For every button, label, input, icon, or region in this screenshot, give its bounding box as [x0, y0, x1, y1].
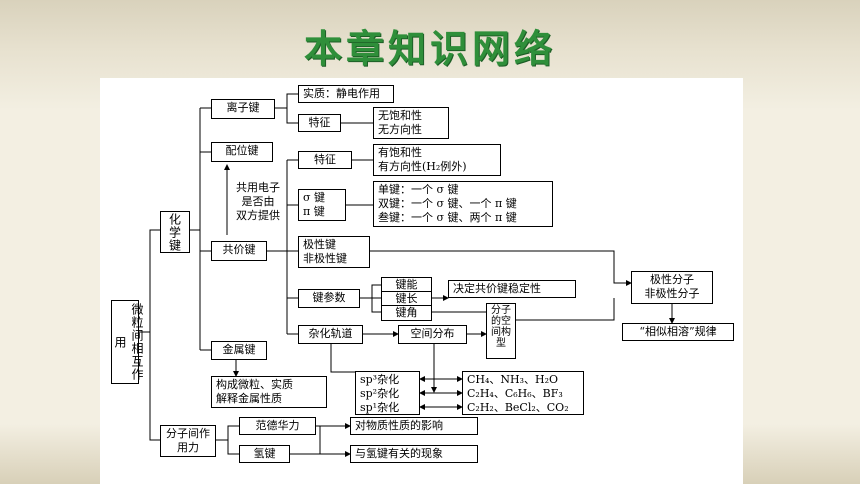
spatial-structure-node: 分子的空间构型 [486, 303, 516, 359]
bond-count-item: 叁键：一个 σ 键、两个 π 键 [378, 211, 517, 224]
chemical-bond-node: 化学键 [160, 211, 190, 253]
covalent-feature-item: 有方向性(H₂例外) [378, 160, 467, 173]
sigma-pi-node: σ 键 π 键 [298, 189, 346, 221]
vdw-effect-node: 对物质性质的影响 [350, 417, 478, 435]
bond-count-item: 单键：一个 σ 键 [378, 183, 459, 196]
covalent-feature-item: 有饱和性 [378, 146, 422, 159]
van-der-waals-node: 范德华力 [239, 417, 316, 435]
polarity-node: 极性键 非极性键 [298, 236, 370, 268]
hydrogen-bond-node: 氢键 [239, 445, 290, 463]
pi-bond-label: π 键 [303, 205, 325, 218]
molecule-polarity-node: 极性分子 非极性分子 [631, 271, 713, 304]
note-line: 共用电子 [236, 181, 280, 194]
hbond-effect-node: 与氢键有关的现象 [350, 445, 478, 463]
polar-bond-label: 极性键 [303, 238, 336, 251]
polar-molecule-label: 极性分子 [650, 273, 694, 286]
bond-params-node: 键参数 [298, 289, 360, 308]
hybrid-types-node: sp³杂化 sp²杂化 sp¹杂化 [355, 371, 420, 415]
nonpolar-bond-label: 非极性键 [303, 252, 347, 265]
stability-node: 决定共价键稳定性 [448, 280, 576, 298]
hybrid-example: C₂H₂、BeCl₂、CO₂ [467, 401, 569, 414]
hybrid-type: sp¹杂化 [360, 401, 400, 414]
note-line: 是否由 [241, 195, 275, 208]
metallic-desc-line: 构成微粒、实质 [216, 378, 293, 391]
ionic-feature-items: 无饱和性 无方向性 [373, 107, 449, 139]
note-line: 双方提供 [236, 209, 280, 222]
hybrid-example: CH₄、NH₃、H₂O [467, 373, 559, 386]
sigma-bond-label: σ 键 [303, 191, 326, 204]
ionic-feature-item: 无饱和性 [378, 109, 422, 122]
bond-length-node: 键长 [381, 291, 432, 307]
shared-pair-note: 共用电子 是否由 双方提供 [230, 181, 286, 223]
hybrid-type: sp²杂化 [360, 387, 400, 400]
nonpolar-molecule-label: 非极性分子 [644, 287, 700, 300]
ionic-essence-node: 实质：静电作用 [298, 85, 394, 103]
ionic-feature-item: 无方向性 [378, 123, 422, 136]
bond-count-item: 双键：一个 σ 键、一个 π 键 [378, 197, 517, 210]
spatial-distribution-node: 空间分布 [398, 325, 467, 344]
root-node: 微粒间相互作用 [111, 300, 144, 384]
hybrid-orbital-node: 杂化轨道 [298, 325, 363, 344]
covalent-bond-node: 共价键 [211, 241, 267, 261]
metallic-bond-node: 金属键 [211, 341, 267, 360]
chemical-bond-label: 化学键 [167, 212, 182, 252]
coordinate-bond-node: 配位键 [211, 142, 273, 162]
hybrid-type: sp³杂化 [360, 373, 400, 386]
metallic-desc-line: 解释金属性质 [216, 392, 282, 405]
ionic-feature-node: 特征 [298, 114, 341, 132]
root-label: 微粒间相互作用 [113, 303, 144, 381]
slide-title: 本章知识网络 [303, 27, 556, 71]
hybrid-example: C₂H₄、C₆H₆、BF₃ [467, 387, 563, 400]
bond-angle-node: 键角 [381, 305, 432, 321]
covalent-feature-node: 特征 [298, 151, 352, 169]
intermolecular-label: 分子间作用力 [166, 427, 210, 454]
ionic-bond-node: 离子键 [211, 99, 275, 119]
bond-count-items: 单键：一个 σ 键 双键：一个 σ 键、一个 π 键 叁键：一个 σ 键、两个 … [373, 181, 553, 227]
metallic-desc-node: 构成微粒、实质 解释金属性质 [211, 376, 327, 408]
hybrid-examples-node: CH₄、NH₃、H₂O C₂H₄、C₆H₆、BF₃ C₂H₂、BeCl₂、CO₂ [462, 371, 584, 415]
intermolecular-force-node: 分子间作用力 [160, 425, 216, 457]
like-dissolves-like-node: “相似相溶”规律 [622, 323, 734, 341]
bond-energy-node: 键能 [381, 277, 432, 293]
covalent-feature-items: 有饱和性 有方向性(H₂例外) [373, 144, 501, 176]
